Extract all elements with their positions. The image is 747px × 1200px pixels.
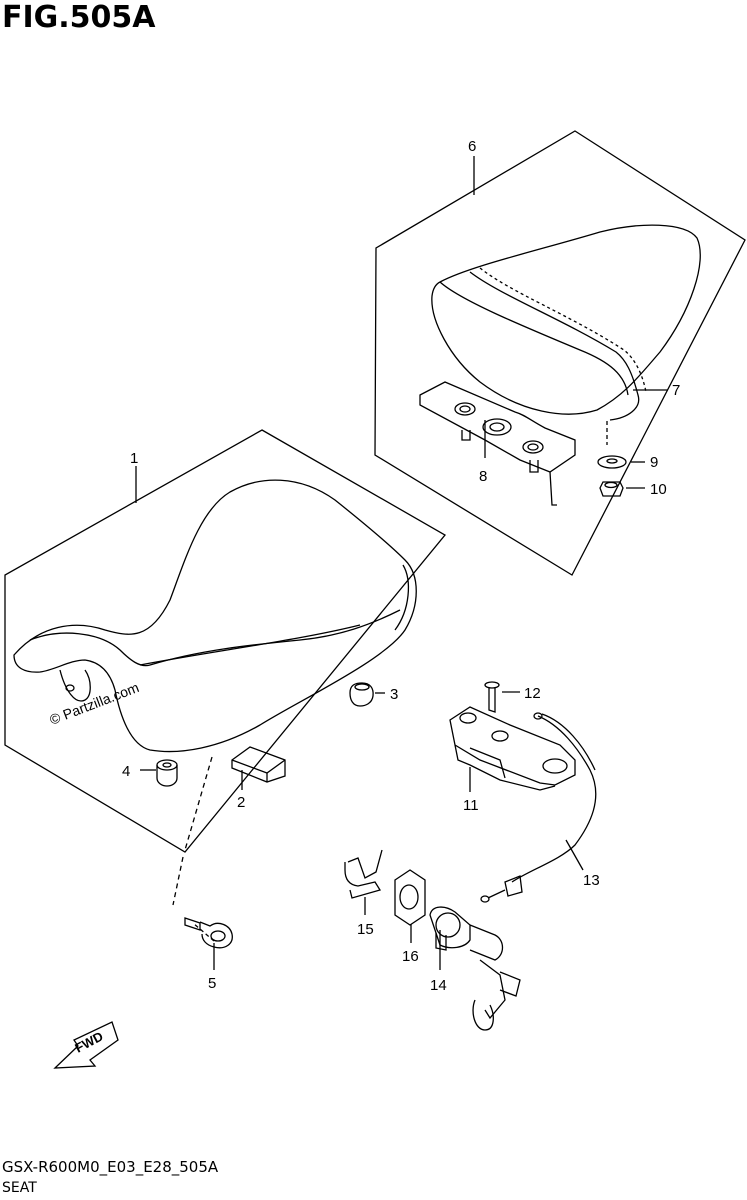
nut-shape	[599, 481, 624, 497]
fwd-arrow-shape	[53, 1021, 119, 1069]
washer-shape	[597, 455, 627, 469]
callout-2: 2	[237, 794, 245, 811]
callout-13: 13	[583, 872, 600, 889]
callout-14: 14	[430, 977, 447, 994]
cushion-b-shape	[156, 759, 178, 787]
model-code: GSX-R600M0_E03_E28_505A	[2, 1158, 219, 1176]
callout-16: 16	[402, 948, 419, 965]
callout-15: 15	[357, 921, 374, 938]
seat-shape	[13, 479, 417, 753]
callout-10: 10	[650, 481, 667, 498]
callout-1: 1	[130, 450, 138, 467]
tail-cover-seat-shape	[431, 224, 701, 421]
fwd-label: FWD	[72, 1029, 105, 1056]
callout-5: 5	[208, 975, 216, 992]
seat-pad-shape	[231, 746, 286, 783]
seat-lock-cable-shape	[480, 712, 597, 903]
seat-lock-cylinder-shape	[429, 906, 521, 1031]
tail-cover-group-box	[374, 130, 746, 576]
callout-3: 3	[390, 686, 398, 703]
watermark: © Partzilla.com	[47, 679, 141, 728]
callout-9: 9	[650, 454, 658, 471]
cushion-a-shape	[349, 682, 374, 707]
clip-shape	[344, 849, 383, 899]
seat-bolt-shape	[184, 917, 233, 949]
plate-shape	[394, 869, 426, 926]
callout-11: 11	[463, 797, 479, 814]
callout-4: 4	[122, 763, 130, 780]
callout-7: 7	[672, 382, 680, 399]
seat-lock-shape	[449, 706, 576, 791]
callout-8: 8	[479, 468, 487, 485]
bracket-shape	[419, 381, 576, 506]
callout-12: 12	[524, 685, 541, 702]
callout-6: 6	[468, 138, 476, 155]
figure-title: FIG.505A	[2, 0, 156, 35]
screw-shape	[484, 681, 500, 713]
seat-group-box	[4, 429, 446, 853]
section-name: SEAT	[2, 1180, 37, 1196]
